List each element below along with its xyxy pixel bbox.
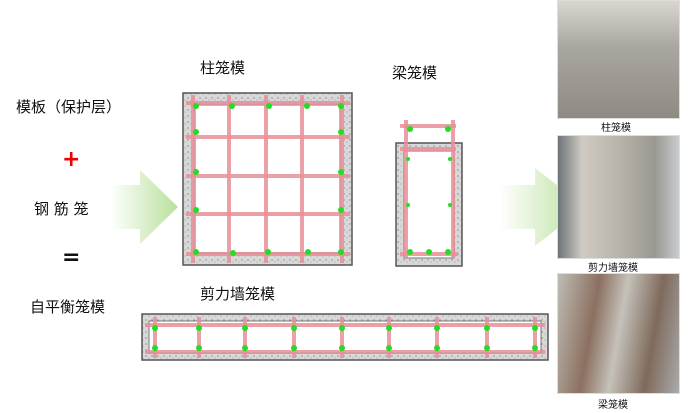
cover-inner: [403, 150, 455, 259]
rebar-node: [242, 325, 248, 331]
wall-photo-caption: 剪力墙笼模: [588, 263, 638, 274]
wall-photo: [557, 135, 680, 259]
rebar-node: [338, 207, 344, 213]
plus-sign: +: [62, 147, 81, 172]
rebar-node: [193, 169, 199, 175]
wall-title: 剪力墙笼模: [200, 285, 276, 303]
rebar-node: [407, 249, 413, 255]
rebar-node: [291, 325, 297, 331]
rebar-node: [230, 250, 236, 256]
rebar-node: [242, 345, 248, 351]
column-section: [182, 92, 353, 266]
rebar-node: [445, 126, 451, 132]
rebar-node: [339, 345, 345, 351]
result-label: 自平衡笼模: [30, 298, 106, 316]
rebar-node: [305, 249, 311, 255]
column-photo: [557, 0, 680, 119]
rebar-node: [407, 126, 413, 132]
rebar-node: [434, 345, 440, 351]
rebar-node: [338, 129, 344, 135]
equals-sign: =: [62, 245, 81, 270]
rebar-node: [152, 325, 158, 331]
rebar-node: [406, 157, 410, 161]
rebar-node: [386, 345, 392, 351]
rebar-node: [448, 203, 452, 207]
column-title: 柱笼模: [200, 59, 246, 77]
rebar-node: [426, 249, 432, 255]
rebar-node: [434, 325, 440, 331]
rebar-node: [193, 129, 199, 135]
rebar-node: [291, 345, 297, 351]
rebar-node: [193, 249, 199, 255]
rebar-node: [196, 325, 202, 331]
column-photo-caption: 柱笼模: [601, 123, 631, 134]
rebar-node: [265, 249, 271, 255]
rebar-node: [304, 103, 310, 109]
beam-photo: [557, 273, 680, 394]
rebar-node: [338, 249, 344, 255]
rebar-node: [484, 345, 490, 351]
rebar-node: [532, 325, 538, 331]
rebar-node: [484, 325, 490, 331]
rebar-node: [386, 325, 392, 331]
rebar-node: [196, 345, 202, 351]
rebar-node: [448, 157, 452, 161]
rebar-node: [338, 169, 344, 175]
rebar-node: [193, 103, 199, 109]
rebar-node: [445, 249, 451, 255]
formwork-label: 模板（保护层）: [16, 98, 122, 116]
rebar-node: [193, 207, 199, 213]
rebar-node: [339, 325, 345, 331]
beam-title: 梁笼模: [392, 64, 438, 82]
rebar-node: [338, 103, 344, 109]
rebar-node: [266, 103, 272, 109]
rebar-node: [229, 103, 235, 109]
right-arrow: [500, 168, 585, 246]
rebar-node: [152, 345, 158, 351]
wall-section: [141, 313, 549, 361]
rebar-node: [406, 203, 410, 207]
left-arrow: [110, 170, 178, 244]
rebar-node: [532, 345, 538, 351]
rebar-cage-label: 钢 筋 笼: [34, 200, 89, 218]
beam-section: [395, 120, 463, 267]
beam-photo-caption: 梁笼模: [598, 400, 628, 411]
